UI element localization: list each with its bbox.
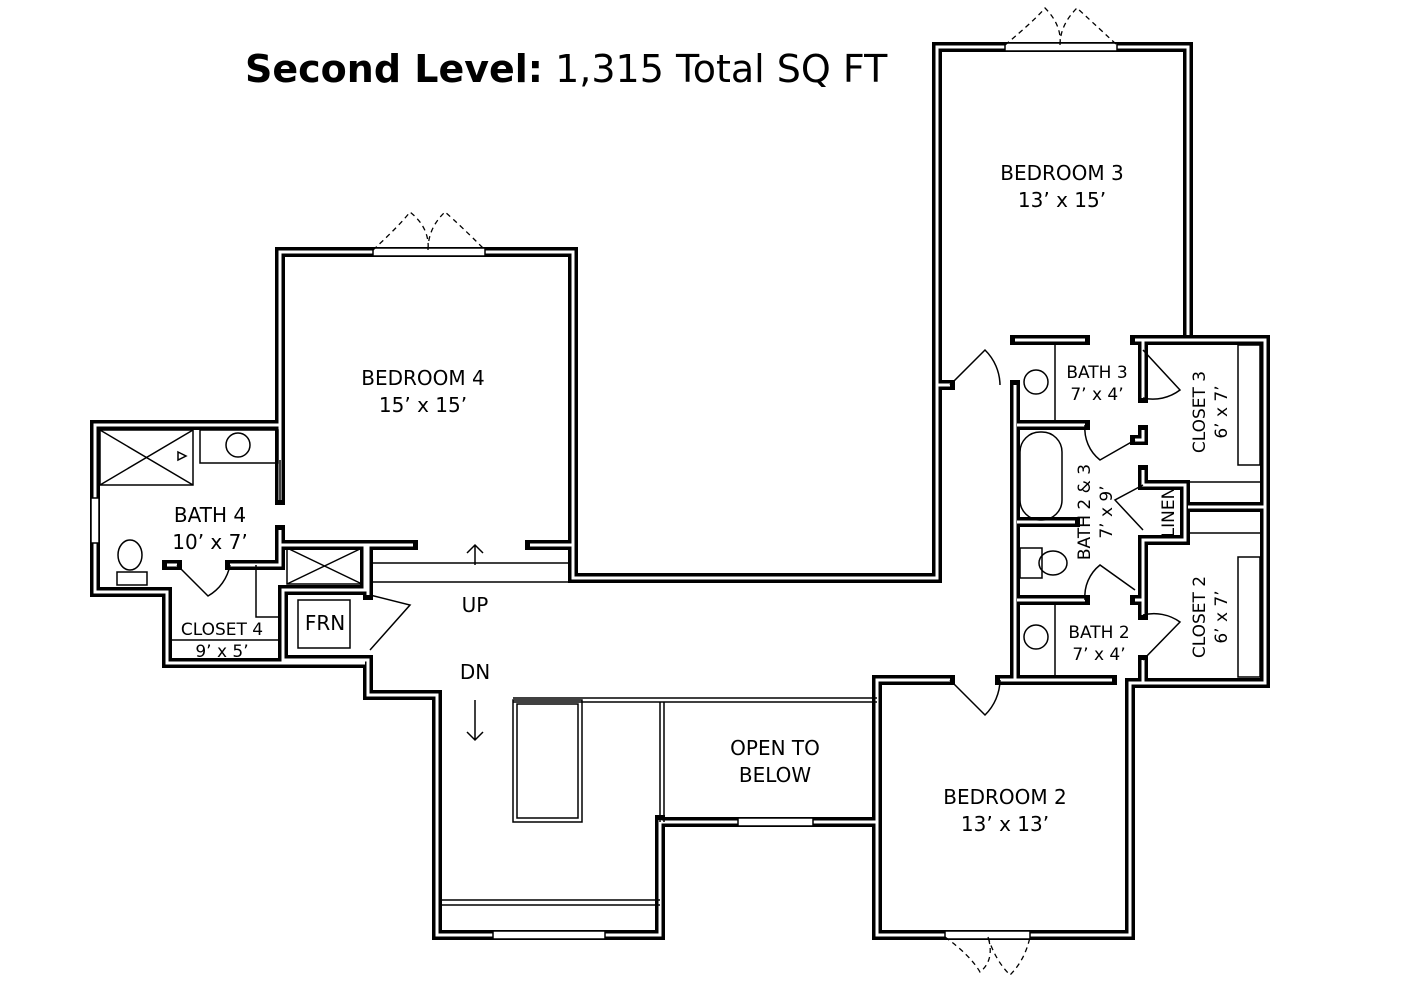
wall (167, 545, 282, 567)
bedroom4-name: BEDROOM 4 (361, 366, 484, 390)
wall (1141, 340, 1187, 683)
wall (875, 678, 950, 822)
linen-label: LINEN (1159, 487, 1179, 538)
closet3-size: 6’ x 7’ (1212, 385, 1232, 438)
bath3-name: BATH 3 (1066, 363, 1127, 383)
shower-icon (99, 429, 194, 486)
toilet-icon (117, 539, 143, 571)
bedroom4-size: 15’ x 15’ (379, 393, 467, 417)
wall (568, 380, 955, 583)
bath23-size: 7’ x 9’ (1097, 485, 1117, 538)
walls (90, 42, 1270, 940)
wall (872, 678, 1150, 940)
bath4-size: 10’ x 7’ (172, 530, 247, 554)
bedroom3-size: 13’ x 15’ (1018, 188, 1106, 212)
bath2-size: 7’ x 4’ (1072, 645, 1125, 665)
wall (278, 250, 575, 547)
bathtub-icon (1019, 431, 1063, 521)
windows (90, 42, 1118, 940)
bath2-name: BATH 2 (1068, 623, 1129, 643)
window-swings (372, 7, 1118, 976)
sink-icon (225, 432, 251, 458)
closet2-size: 6’ x 7’ (1212, 590, 1232, 643)
wall (1135, 430, 1145, 602)
plan-title: Second Level: 1,315 Total SQ FT (245, 47, 888, 91)
wall (932, 42, 1193, 390)
wall (1017, 423, 1085, 602)
closet4-name: CLOSET 4 (181, 620, 263, 640)
wall (875, 681, 1145, 937)
doors (176, 348, 1182, 717)
bedroom2-size: 13’ x 13’ (961, 812, 1049, 836)
bath4-name: BATH 4 (174, 503, 246, 527)
bedroom3-name: BEDROOM 3 (1000, 161, 1123, 185)
fixtures (99, 344, 1261, 678)
up-label: UP (462, 593, 489, 617)
wall (571, 383, 950, 580)
wall (275, 525, 418, 550)
bath3-size: 7’ x 4’ (1070, 385, 1123, 405)
wall (935, 45, 1190, 385)
down-label: DN (460, 660, 490, 684)
stairs (370, 543, 877, 906)
wall (1015, 338, 1267, 685)
wall (281, 545, 877, 937)
bath23-name: BATH 2 & 3 (1075, 464, 1095, 560)
open-to-below-line1: OPEN TO (730, 736, 820, 760)
sink-icon (1023, 624, 1049, 650)
wall (1013, 385, 1112, 682)
open-to-below-line2: BELOW (739, 763, 812, 787)
closet4-size: 9’ x 5’ (195, 642, 248, 662)
closet2-name: CLOSET 2 (1190, 576, 1210, 658)
room-labels: BEDROOM 3 13’ x 15’ BEDROOM 4 15’ x 15’ … (172, 161, 1232, 836)
wall (872, 675, 955, 827)
closet3-name: CLOSET 3 (1190, 371, 1210, 453)
bedroom2-name: BEDROOM 2 (943, 785, 1066, 809)
sink-icon (1023, 369, 1049, 395)
frn-label: FRN (305, 611, 345, 635)
